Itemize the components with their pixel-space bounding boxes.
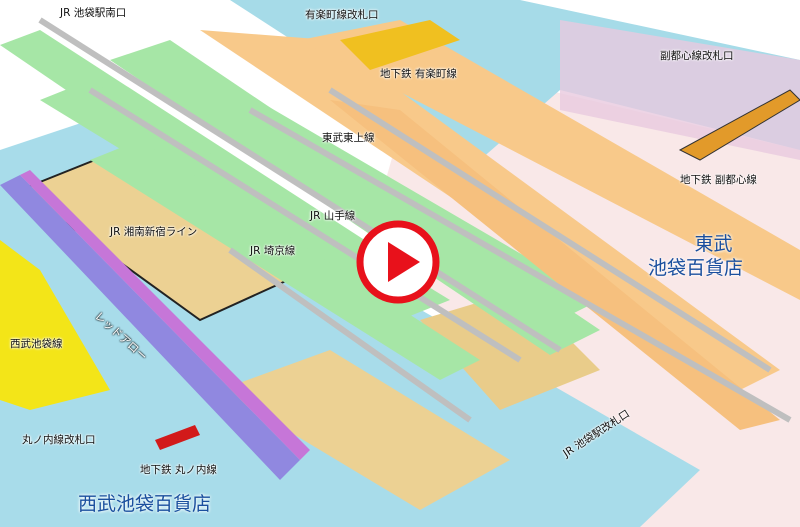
fukutoshin-platform [678,89,800,161]
label-fukutoshin-gate: 副都心線改札口 [660,50,734,62]
label-jr-yamanote: JR 山手線 [310,210,356,222]
label-jr-saikyo: JR 埼京線 [250,245,296,257]
tobu-platform [300,20,800,300]
train [248,107,792,423]
trains [38,17,792,423]
label-fukutoshin-line: 地下鉄 副都心線 [680,174,757,186]
jr-platform [90,140,480,380]
label-yurakucho-line: 地下鉄 有楽町線 [380,68,457,80]
label-tobu-tojo-line: 東武東上線 [322,132,375,144]
label-yurakucho-gate: 有楽町線改札口 [305,9,379,21]
label-jr-south-gate: JR 池袋駅南口 [60,7,127,19]
red-arrow-train [20,170,310,460]
play-icon [356,220,440,304]
train [38,17,562,353]
seibu-department-store: 西武池袋百貨店 [78,493,212,515]
jr-platform [40,80,450,320]
label-marunouchi-gate: 丸ノ内線改札口 [22,434,96,446]
lower-block [420,290,600,410]
play-button[interactable] [356,220,440,304]
train [328,87,772,373]
label-seibu-ikebukuro-line: 西武池袋線 [10,338,63,350]
tobu-dept-line2: 池袋百貨店 [648,257,744,279]
train [228,247,472,423]
yurakucho-platform [340,20,460,70]
train [88,87,522,363]
red-arrow-track [0,175,300,480]
jr-platform [180,90,600,320]
seibu-platform [0,240,110,410]
label-marunouchi-line: 地下鉄 丸ノ内線 [140,464,217,476]
marunouchi-platform [155,425,200,450]
tobu-department-store: 東武 池袋百貨店 [648,232,743,280]
label-jr-shonan: JR 湘南新宿ライン [110,226,198,238]
tobu-dept-line1: 東武 [694,233,733,255]
lower-block [220,350,510,510]
